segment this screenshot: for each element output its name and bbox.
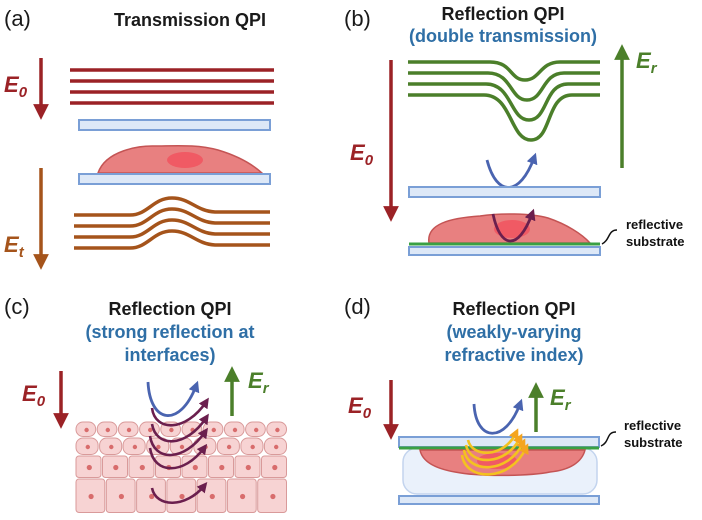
tissue-nucleus bbox=[169, 427, 174, 433]
side-pointer-d bbox=[600, 431, 617, 447]
glass-slide-a2 bbox=[78, 173, 271, 185]
tissue-nucleus bbox=[270, 493, 276, 500]
tissue-nucleus bbox=[275, 427, 280, 433]
tissue-nucleus bbox=[126, 427, 132, 433]
er-label-b: Er bbox=[636, 48, 658, 77]
reflected-ray-b bbox=[485, 152, 538, 189]
interface-ray-c4 bbox=[148, 443, 208, 470]
panel-b: (b) Reflection QPI (double transmission)… bbox=[344, 4, 685, 256]
et-label-a: Et bbox=[4, 232, 25, 261]
side-label-b-line1: reflective bbox=[626, 217, 683, 232]
tissue-nucleus bbox=[254, 427, 259, 433]
tissue-nucleus bbox=[149, 493, 155, 500]
panel-d: (d) Reflection QPI (weakly-varying refra… bbox=[344, 294, 683, 505]
tissue-nucleus bbox=[226, 444, 232, 450]
nucleus-a bbox=[167, 152, 203, 168]
tissue-nucleus bbox=[109, 444, 114, 450]
side-label-b-line2: substrate bbox=[626, 234, 685, 249]
glass-slide-b2 bbox=[408, 246, 601, 256]
rays-d bbox=[460, 398, 529, 476]
index-ray-d3 bbox=[462, 438, 526, 469]
panel-a-title: Transmission QPI bbox=[114, 10, 266, 30]
panel-b-label: (b) bbox=[344, 6, 371, 31]
side-label-d-line2: substrate bbox=[624, 435, 683, 450]
panel-c: (c) Reflection QPI (strong reflection at… bbox=[4, 294, 288, 513]
panel-d-subtitle-line2: refractive index) bbox=[444, 345, 583, 365]
tissue-nucleus bbox=[139, 464, 145, 471]
panel-c-subtitle-line1: (strong reflection at bbox=[85, 322, 254, 342]
tissue-nucleus bbox=[156, 444, 161, 450]
side-label-d-line1: reflective bbox=[624, 418, 681, 433]
surface-ray-d bbox=[472, 398, 524, 435]
tissue-nucleus bbox=[209, 493, 215, 500]
surface-ray-c bbox=[146, 380, 200, 417]
interface-ray-c1 bbox=[150, 397, 209, 427]
interface-ray-c3 bbox=[148, 427, 208, 457]
glass-slide-d1 bbox=[398, 436, 600, 448]
panel-b-title: Reflection QPI bbox=[441, 4, 564, 24]
panel-d-subtitle-line1: (weakly-varying bbox=[446, 322, 581, 342]
transmitted-wavefronts-a bbox=[74, 196, 270, 250]
side-pointer-b bbox=[601, 229, 618, 245]
tissue-nucleus bbox=[105, 427, 111, 433]
tissue-nucleus bbox=[274, 444, 279, 450]
tissue-nucleus bbox=[179, 444, 185, 450]
panel-c-title: Reflection QPI bbox=[108, 299, 231, 319]
tissue-nucleus bbox=[192, 464, 198, 471]
tissue-nucleus bbox=[85, 444, 91, 450]
glass-slide-b1 bbox=[408, 186, 601, 198]
index-ray-d4 bbox=[460, 443, 529, 476]
tissue-nucleus bbox=[113, 464, 119, 471]
panel-a-label: (a) bbox=[4, 6, 31, 31]
index-ray-d1 bbox=[466, 428, 519, 455]
panel-d-label: (d) bbox=[344, 294, 371, 319]
e0-label-c: E0 bbox=[22, 381, 46, 410]
tissue-nucleus bbox=[88, 493, 94, 500]
tissue-nucleus bbox=[86, 464, 92, 471]
panel-b-subtitle: (double transmission) bbox=[409, 26, 597, 46]
panel-c-label: (c) bbox=[4, 294, 30, 319]
tissue-nucleus bbox=[232, 427, 238, 433]
incident-wavefronts-a bbox=[70, 68, 274, 105]
glass-slide-a1 bbox=[78, 119, 271, 131]
tissue-nucleus bbox=[118, 493, 124, 500]
tissue-nucleus bbox=[250, 444, 255, 450]
tissue-nucleus bbox=[245, 464, 251, 471]
er-label-c: Er bbox=[248, 368, 270, 397]
cell-ray-b bbox=[491, 208, 536, 243]
e0-label-a: E0 bbox=[4, 72, 28, 101]
e0-label-b: E0 bbox=[350, 140, 374, 169]
tissue-nucleus bbox=[84, 427, 89, 433]
tissue-nucleus bbox=[240, 493, 246, 500]
panel-c-subtitle-line2: interfaces) bbox=[124, 345, 215, 365]
panel-a: (a) Transmission QPI E0 Et bbox=[4, 6, 274, 270]
tissue-nucleus bbox=[148, 427, 153, 433]
nucleus-d bbox=[477, 453, 517, 469]
panel-d-title: Reflection QPI bbox=[452, 299, 575, 319]
index-ray-d2 bbox=[464, 433, 523, 462]
interface-ray-c2 bbox=[150, 413, 209, 443]
reflected-wavefronts-b bbox=[408, 60, 600, 142]
tissue-nucleus bbox=[219, 464, 225, 471]
tissue-nucleus bbox=[272, 464, 278, 471]
rays-c bbox=[146, 380, 209, 504]
tissue-nucleus bbox=[179, 493, 185, 500]
tissue-nucleus bbox=[132, 444, 138, 450]
glass-slide-d2 bbox=[398, 495, 600, 505]
tissue-c bbox=[75, 421, 288, 513]
interface-ray-c5 bbox=[150, 481, 208, 504]
er-label-d: Er bbox=[550, 385, 572, 414]
e0-label-d: E0 bbox=[348, 393, 372, 422]
tissue-nucleus bbox=[211, 427, 216, 433]
